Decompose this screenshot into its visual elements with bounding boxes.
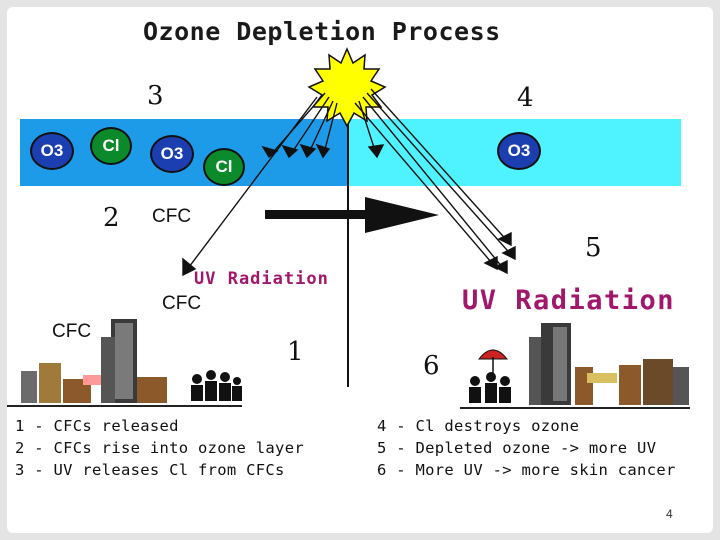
cfc-label-middle: CFC [162, 293, 202, 314]
step-number-2: 2 [103, 203, 120, 233]
ozone-molecule: O3 [497, 132, 541, 170]
step-number-4: 4 [517, 83, 534, 113]
chlorine-atom: Cl [203, 148, 245, 186]
legend-item: 2 - CFCs rise into ozone layer [15, 439, 304, 457]
legend-item: 5 - Depleted ozone -> more UV [377, 439, 657, 457]
legend-item: 6 - More UV -> more skin cancer [377, 461, 676, 479]
center-divider [347, 105, 349, 387]
uv-rays-left [182, 92, 338, 277]
step-number-1: 1 [287, 337, 304, 367]
step-number-5: 5 [585, 233, 602, 263]
ground-line-right [460, 407, 690, 409]
page-number: 4 [666, 507, 673, 521]
uv-rays-right [354, 88, 516, 275]
ground-line-left [7, 405, 242, 407]
right-city-icon [529, 323, 689, 405]
diagram-illustration [21, 47, 689, 405]
chlorine-atom: Cl [90, 127, 132, 165]
slide: Ozone Depletion Process O3 Cl O3 Cl O3 3… [7, 7, 713, 533]
ozone-molecule: O3 [150, 135, 194, 173]
left-people-icon [191, 370, 242, 401]
step-number-6: 6 [423, 351, 440, 381]
legend-left: 1 - CFCs released 2 - CFCs rise into ozo… [15, 415, 304, 481]
legend-item: 3 - UV releases Cl from CFCs [15, 461, 285, 479]
sun-icon [307, 47, 387, 128]
step-number-3: 3 [147, 81, 164, 111]
legend-item: 4 - Cl destroys ozone [377, 417, 580, 435]
cfc-label-lower: CFC [52, 321, 92, 342]
diagram-title: Ozone Depletion Process [143, 17, 501, 46]
process-arrow-icon [265, 197, 439, 233]
left-city-icon [21, 319, 167, 403]
uv-radiation-label-small: UV Radiation [194, 269, 329, 289]
ozone-molecule: O3 [30, 132, 74, 170]
umbrella-icon [477, 349, 509, 375]
legend-item: 1 - CFCs released [15, 417, 179, 435]
cfc-label-upper: CFC [152, 206, 192, 227]
legend-right: 4 - Cl destroys ozone 5 - Depleted ozone… [377, 415, 676, 481]
uv-radiation-label-large: UV Radiation [462, 285, 676, 316]
right-people-icon [469, 372, 511, 403]
